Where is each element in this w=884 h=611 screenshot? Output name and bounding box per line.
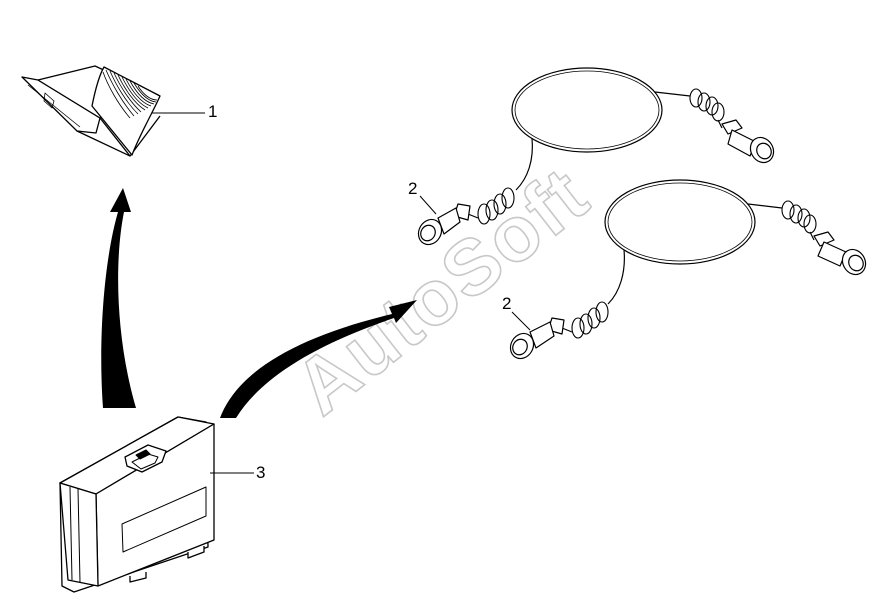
arrow-to-cables bbox=[220, 300, 417, 418]
callout-label-cable-upper: 2 bbox=[408, 179, 417, 198]
callout-label-manual: 1 bbox=[208, 102, 217, 121]
watermark-text: AutoSoft bbox=[278, 150, 604, 432]
callout-label-cable-lower: 2 bbox=[502, 294, 511, 313]
cable-lower-drawing bbox=[509, 179, 867, 360]
callout-label-case: 3 bbox=[256, 463, 265, 482]
manual-booklet-drawing bbox=[21, 65, 205, 157]
cable-upper-drawing bbox=[417, 67, 775, 246]
arrow-to-manual bbox=[101, 188, 136, 408]
carrying-case-drawing bbox=[59, 416, 254, 593]
